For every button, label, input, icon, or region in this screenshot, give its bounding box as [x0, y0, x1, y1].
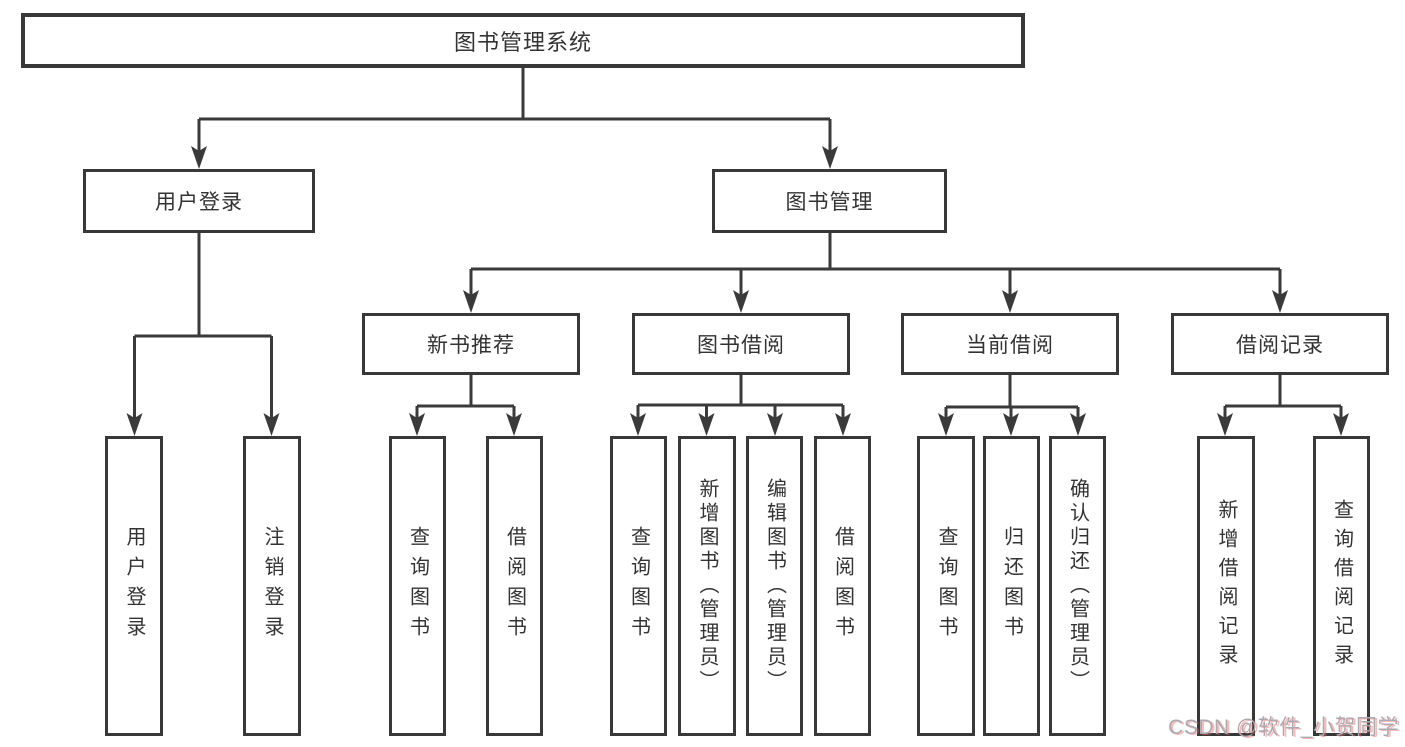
leaf-label: 注销登录 [261, 526, 283, 646]
leaf-borrow-books-recommend: 借阅图书 [486, 436, 543, 736]
leaf-label: 归还图书 [1000, 526, 1023, 646]
node-book-borrow: 图书借阅 [632, 313, 850, 375]
leaf-query-borrow-record: 查询借阅记录 [1313, 436, 1370, 736]
leaf-label: 新增图书（管理员） [696, 478, 718, 694]
leaf-query-books-recommend: 查询图书 [389, 436, 446, 736]
leaf-label: 查询借阅记录 [1330, 499, 1353, 673]
node-root: 图书管理系统 [21, 13, 1025, 68]
leaf-confirm-return-admin: 确认归还（管理员） [1049, 436, 1106, 736]
leaf-add-borrow-record: 新增借阅记录 [1197, 436, 1255, 736]
leaf-user-login: 用户登录 [105, 436, 163, 736]
node-borrow-records: 借阅记录 [1171, 313, 1389, 375]
leaf-logout: 注销登录 [243, 436, 301, 736]
leaf-label: 编辑图书（管理员） [763, 478, 786, 694]
leaf-label: 借阅图书 [831, 526, 854, 646]
leaf-label: 查询图书 [627, 526, 650, 646]
leaf-label: 用户登录 [123, 526, 145, 646]
leaf-edit-books-admin: 编辑图书（管理员） [746, 436, 803, 736]
leaf-label: 确认归还（管理员） [1066, 478, 1089, 694]
leaf-borrow-books: 借阅图书 [814, 436, 871, 736]
node-new-book-recommend: 新书推荐 [362, 313, 580, 375]
node-current-borrow: 当前借阅 [901, 313, 1119, 375]
leaf-label: 查询图书 [406, 526, 429, 646]
leaf-label: 查询图书 [935, 526, 957, 646]
leaf-label: 借阅图书 [503, 526, 526, 646]
csdn-watermark: CSDN @软件_小贺同学 [1168, 716, 1399, 739]
node-user-login: 用户登录 [83, 169, 315, 233]
node-book-management: 图书管理 [712, 169, 947, 233]
leaf-query-books-current: 查询图书 [917, 436, 975, 736]
leaf-return-books: 归还图书 [983, 436, 1040, 736]
leaf-label: 新增借阅记录 [1215, 499, 1237, 673]
leaf-query-books-borrow: 查询图书 [610, 436, 667, 736]
leaf-add-books-admin: 新增图书（管理员） [678, 436, 736, 736]
